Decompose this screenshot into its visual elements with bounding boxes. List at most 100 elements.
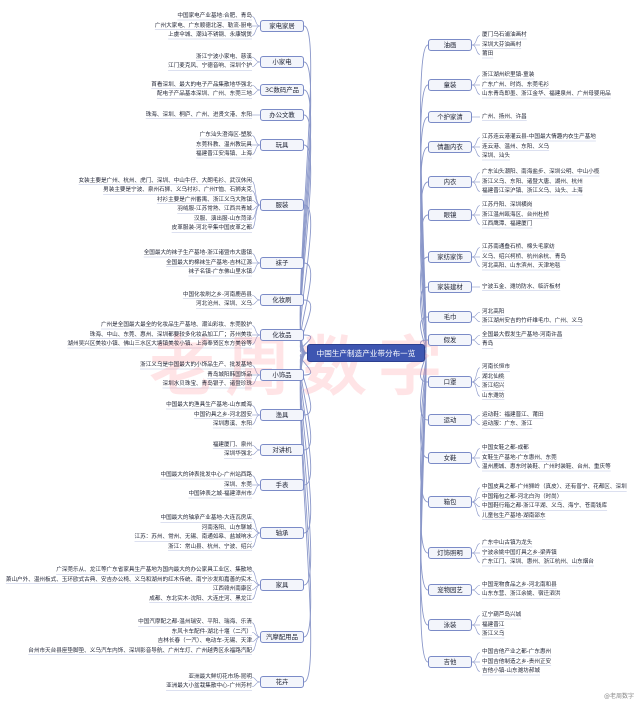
leaf-item: 运动鞋：福建晋江、莆田: [482, 411, 544, 418]
branch-node[interactable]: 油画: [428, 39, 472, 51]
branch-node[interactable]: 家纺家饰: [428, 251, 472, 263]
branch-node[interactable]: 口罩: [428, 376, 472, 388]
leaf-item: 萧山户外、温州板式、玉环欧式古典、安吉办公椅、义乌和湖州的红木传统、南宁沙发和嘉…: [5, 576, 252, 583]
leaf-item: 东风卡车配件-湖北十堰（二汽）: [171, 628, 252, 635]
leaf-item: 上虞伞城、潮汕不锈钢、永康锅煲: [168, 32, 252, 38]
leaf-item: 温州鹿城、惠东时装鞋、广州时装鞋、台州、重庆等: [482, 464, 611, 470]
branch-node[interactable]: 对讲机: [260, 444, 304, 456]
leaf-item: 浙江宁波小家电、慈溪: [196, 53, 252, 60]
branch-node[interactable]: 箱包: [428, 496, 472, 508]
leaf-item: 辽宁葫芦岛兴城: [482, 612, 522, 618]
leaf-item: 台州市天台县座垫脚垫、义乌汽车内饰、深圳影音导航、广州车灯、广州越秀区永福路汽配: [28, 647, 252, 654]
leaf-item: 江门麦克风、宁德音响、深圳个护: [168, 63, 252, 70]
branch-node[interactable]: 毛巾: [428, 311, 472, 323]
leaf-item: 中国最大的轴承产业基地-大连瓦房店: [160, 515, 252, 522]
leaf-item: 宁波余姚中国灯具之乡-梁弄镇: [482, 549, 557, 556]
branch-node[interactable]: 汽摩配用品: [260, 631, 304, 643]
branch-node[interactable]: 3C数码产品: [260, 84, 304, 96]
watermark-text: 老周数字: [150, 331, 454, 405]
leaf-item: 中国家电产业基地:合肥、青岛: [177, 13, 252, 19]
branch-node[interactable]: 女鞋: [428, 452, 472, 464]
leaf-item: 宁波五金、潍坊防水、临沂板材: [482, 283, 561, 290]
branch-node[interactable]: 童装: [428, 79, 472, 91]
leaf-item: 深圳、汕头: [482, 153, 510, 159]
leaf-item: 浙江：常山县、杭州、宁波、绍兴: [168, 543, 252, 550]
branch-node[interactable]: 泳装: [428, 619, 472, 631]
leaf-item: 福建晋江安海镇、上海: [196, 151, 252, 157]
branch-node[interactable]: 化妆刷: [260, 294, 304, 306]
leaf-item: 全国最大的棉袜生产基地-吉林辽源: [166, 259, 252, 266]
leaf-item: 女装主要是广州、杭州、虎门、深圳、中山牛仔、大朗毛衫、武汉休闲: [78, 177, 252, 184]
branch-node[interactable]: 运动: [428, 414, 472, 426]
branch-node[interactable]: 玩具: [260, 139, 304, 151]
leaf-item: 成都、东北实木-沈阳、大连庄河、黑龙江: [149, 595, 252, 602]
leaf-item: 首看深圳、最大的电子产品集散地华强北: [151, 81, 252, 88]
branch-node[interactable]: 小饰品: [260, 369, 304, 381]
leaf-item: 浙江义乌是中国最大的小饰品生产、批发基地: [140, 362, 252, 368]
leaf-item: 深圳惠溪、东阳: [212, 421, 252, 427]
branch-node[interactable]: 假发: [428, 334, 472, 346]
leaf-item: 亚洲最大鲜切花市场-昆明: [188, 673, 252, 680]
leaf-item: 江苏丹阳、深圳横岗: [482, 202, 533, 208]
leaf-item: 中国箱包之都-河北白沟（时尚）: [482, 493, 563, 500]
leaf-item: 儿童包生产基地-湖南邵东: [482, 512, 546, 519]
branch-node[interactable]: 化妆品: [260, 329, 304, 341]
leaf-item: 山东东营、浙江余姚、宿迁泗洪: [482, 591, 561, 598]
leaf-item: 东莞科教、温州教玩具: [196, 141, 252, 148]
leaf-item: 汉服、演出服-山东菏泽: [194, 215, 252, 222]
branch-node[interactable]: 花卉: [260, 676, 304, 688]
branch-node[interactable]: 内衣: [428, 176, 472, 188]
leaf-item: 青岛: [482, 341, 494, 348]
leaf-item: 河北沧州、深圳、义乌: [196, 301, 252, 308]
leaf-item: 亚洲最大小盆栽集散中心-广州芳村: [166, 683, 252, 690]
leaf-item: 浙江义乌: [482, 631, 505, 637]
branch-node[interactable]: 渔具: [260, 409, 304, 421]
leaf-item: 福建晋江深沪镇、浙江义乌、汕头、上海: [482, 188, 583, 194]
leaf-item: 全国最大的袜子生产基地-浙江诸暨市大唐镇: [143, 250, 252, 256]
leaf-item: 连云港、温州、东阳、义乌: [482, 143, 550, 150]
leaf-item: 福建晋江: [482, 621, 505, 628]
leaf-item: 湖北仙桃: [482, 373, 505, 380]
leaf-item: 衬衫主要是广州番禺、浙江义乌大陈镇: [156, 196, 252, 203]
leaf-item: 广州、扬州、许昌: [482, 113, 527, 120]
branch-node[interactable]: 手表: [260, 479, 304, 491]
branch-node[interactable]: 灯饰照明: [428, 547, 472, 559]
branch-node[interactable]: 吉他: [428, 656, 472, 668]
branch-node[interactable]: 个护家清: [428, 111, 472, 123]
leaf-item: 男装主要是宁波、泉州石狮、义乌衬衫、广州T恤、石狮夹克: [103, 187, 252, 194]
branch-node[interactable]: 情趣内衣: [428, 141, 472, 153]
leaf-item: 河南洛阳、山东聊城: [201, 524, 252, 531]
branch-node[interactable]: 宠物园艺: [428, 584, 472, 596]
branch-node[interactable]: 眼镜: [428, 209, 472, 221]
branch-node[interactable]: 家电家居: [260, 20, 304, 32]
leaf-item: 深圳、东莞: [224, 481, 252, 488]
branch-node[interactable]: 办公文教: [260, 109, 304, 121]
branch-node[interactable]: 小家电: [260, 56, 304, 68]
leaf-item: 中国化妆刷之乡-河南鹿邑县: [182, 291, 252, 298]
leaf-item: 河北高阳、山东滨州、天津地毯: [482, 263, 561, 269]
leaf-item: 江西赣州南康区: [212, 586, 252, 593]
leaf-item: 福建厦门、泉州: [212, 441, 252, 448]
leaf-item: 羽绒服-江苏常熟、江西共青城: [177, 206, 252, 213]
branch-node[interactable]: 家具: [260, 579, 304, 591]
leaf-item: 湖州吴兴区美妆小镇、佛山三水区大塘镇美妆小镇、上海奉贤区东方美谷等: [67, 341, 252, 347]
leaf-item: 吉林长春（一汽）、电动车-无锡、天津: [157, 638, 252, 645]
leaf-item: 皮革服装-河北辛集中国皮革之都: [171, 225, 252, 232]
root-node[interactable]: 中国生产制造产业带分布一览: [307, 344, 425, 362]
branch-node[interactable]: 家装建材: [428, 281, 472, 293]
leaf-item: 中国钓具之乡-河北固安: [194, 411, 252, 418]
leaf-item: 中国最大的钟表批发中心-广州站西路: [160, 472, 252, 478]
leaf-item: 全国最大假发生产基地-河南许昌: [482, 331, 563, 338]
leaf-item: 深圳华强北: [224, 451, 252, 458]
branch-node[interactable]: 服装: [260, 199, 304, 211]
leaf-item: 厦门乌石浦油画村: [482, 32, 527, 38]
leaf-item: 河南长恒市: [482, 364, 510, 371]
leaf-item: 浙江温州瓯海区、台州杜桥: [482, 211, 550, 218]
leaf-item: 配电子产品基本深圳、广州、东莞三地: [156, 91, 252, 98]
branch-node[interactable]: 轴承: [260, 527, 304, 539]
leaf-item: 珠海、中山、东莞、惠州、深圳都要较多化妆品加工厂；苏州美妆: [89, 331, 252, 338]
leaf-item: 山东潍坊: [482, 392, 505, 399]
branch-node[interactable]: 袜子: [260, 257, 304, 269]
leaf-item: 深圳水贝珠宝、青岛银子、诸暨珍珠: [162, 381, 252, 387]
leaf-item: 河北高阳: [482, 308, 505, 315]
